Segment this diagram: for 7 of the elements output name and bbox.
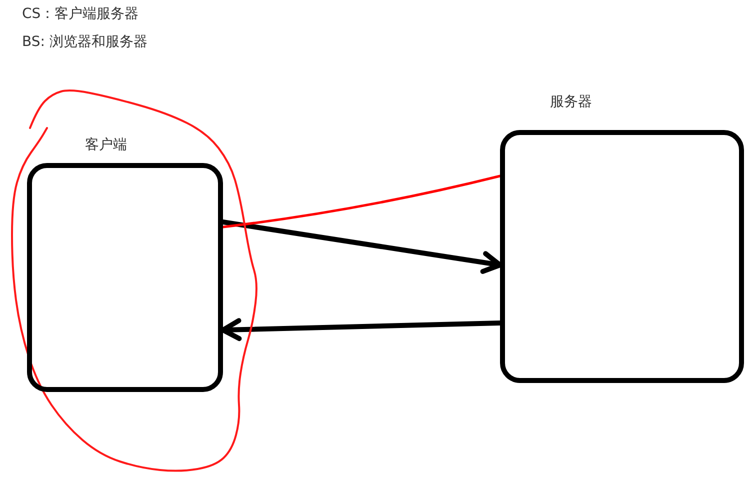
note-text: CS：客户端服务器 xyxy=(22,5,139,24)
note-text: BS: 浏览器和服务器 xyxy=(22,33,148,52)
node-label: 服务器 xyxy=(550,93,592,112)
arrow xyxy=(220,220,502,274)
arrow xyxy=(220,318,502,342)
node-label: 客户端 xyxy=(85,136,127,155)
connector-line xyxy=(222,174,502,228)
